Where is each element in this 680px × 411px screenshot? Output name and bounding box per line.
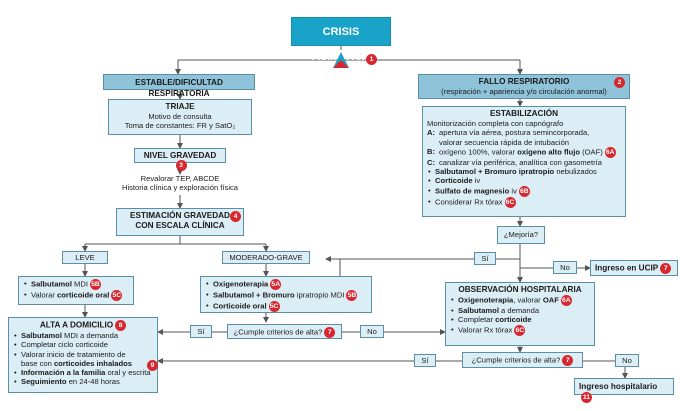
- cumple-left-box: ¿Cumple criterios de alta?7: [227, 324, 342, 339]
- estab-line-monitor: Monitorización completa con capnógrafo: [427, 119, 564, 128]
- title-badge: 1: [366, 54, 377, 65]
- estab-title: ESTABILIZACIÓN: [489, 109, 559, 118]
- estab-c: C:canalizar vía periférica, analítica co…: [427, 157, 602, 167]
- estabilizacion-box: ESTABILIZACIÓN Monitorización completa c…: [422, 106, 626, 217]
- moderado-box: MODERADO-GRAVE: [222, 251, 310, 264]
- estimacion-badge: 4: [230, 211, 241, 222]
- revalorar-text: Revalorar TEP, ABCDE Historia clínica y …: [110, 174, 250, 192]
- cumple-left-no: No: [360, 325, 384, 338]
- alta-item-salbutamol: Salbutamol MDI a demanda: [13, 331, 153, 341]
- nivel-gravedad-box: NIVEL GRAVEDAD 3: [134, 148, 226, 171]
- mejoria-no: No: [553, 261, 577, 274]
- revalorar-line-1: Revalorar TEP, ABCDE: [140, 174, 220, 183]
- cumple-left-badge: 7: [324, 327, 336, 338]
- mejoria-si: Sí: [474, 252, 496, 265]
- obs-item-corticoide: Completar corticoide: [450, 315, 590, 325]
- nivel-gravedad-label: NIVEL GRAVEDAD: [143, 151, 217, 160]
- alta-badge-9: 9: [147, 360, 158, 371]
- estable-header: ESTABLE/DIFICULTAD RESPIRATORIA: [103, 74, 255, 98]
- estab-item-salbutamol: Salbutamol + Bromuro ipratropio nebuliza…: [427, 167, 621, 177]
- triaje-box: TRIAJE Motivo de consulta Toma de consta…: [108, 99, 252, 135]
- triaje-line-2: Toma de constantes: FR y SatO₂: [124, 121, 236, 131]
- estimacion-line-1: ESTIMACIÓN GRAVEDAD: [130, 211, 230, 220]
- ingreso-badge: 11: [581, 392, 592, 404]
- estimacion-line-2: CON ESCALA CLÍNICA: [135, 221, 225, 230]
- cumple-right-badge: 7: [562, 355, 574, 366]
- alta-item-ciclo: Completar ciclo corticoide: [13, 340, 153, 350]
- obs-title: OBSERVACIÓN HOSPITALARIA: [458, 285, 582, 294]
- fallo-badge: 2: [614, 77, 625, 88]
- estab-item-corticoide: Corticoide iv: [427, 176, 621, 186]
- title-box: CRISIS ASMÁTICA: [291, 17, 391, 63]
- fallo-respiratorio-box: FALLO RESPIRATORIO (respiración + aparie…: [418, 74, 630, 99]
- ucip-badge: 7: [660, 263, 672, 274]
- nivel-gravedad-badge: 3: [175, 160, 187, 171]
- triaje-line-1: Motivo de consulta: [148, 112, 212, 121]
- observacion-box: OBSERVACIÓN HOSPITALARIA Oxigenoterapia,…: [445, 282, 595, 346]
- cumple-left-si: Sí: [190, 325, 212, 338]
- mejoria-box: ¿Mejoría?: [497, 226, 545, 244]
- cumple-right-si: Sí: [414, 354, 436, 367]
- fallo-subtitle: (respiración + apariencia y/o circulació…: [441, 87, 607, 96]
- triaje-title: TRIAJE: [165, 102, 195, 111]
- fallo-title: FALLO RESPIRATORIO: [478, 77, 570, 86]
- cumple-right-box: ¿Cumple criterios de alta?7: [462, 352, 583, 368]
- estab-b: B:oxígeno 100%, valorar oxígeno alto flu…: [427, 146, 616, 158]
- obs-item-salbutamol: Salbutamol a demanda: [450, 306, 590, 316]
- leve-box: LEVE: [62, 251, 108, 264]
- cumple-right-no: No: [615, 354, 639, 367]
- estab-a: A:apertura vía aérea, postura semincorpo…: [427, 128, 590, 147]
- estimacion-box: ESTIMACIÓN GRAVEDAD CON ESCALA CLÍNICA: [116, 208, 244, 236]
- alta-item-informacion: Información a la familia oral y escrita: [13, 368, 153, 378]
- alta-item-seguimiento: Seguimiento en 24-48 horas: [13, 377, 153, 387]
- ingreso-hospitalario-box: Ingreso hospitalario11: [574, 378, 674, 404]
- revalorar-line-2: Historia clínica y exploración física: [121, 183, 239, 192]
